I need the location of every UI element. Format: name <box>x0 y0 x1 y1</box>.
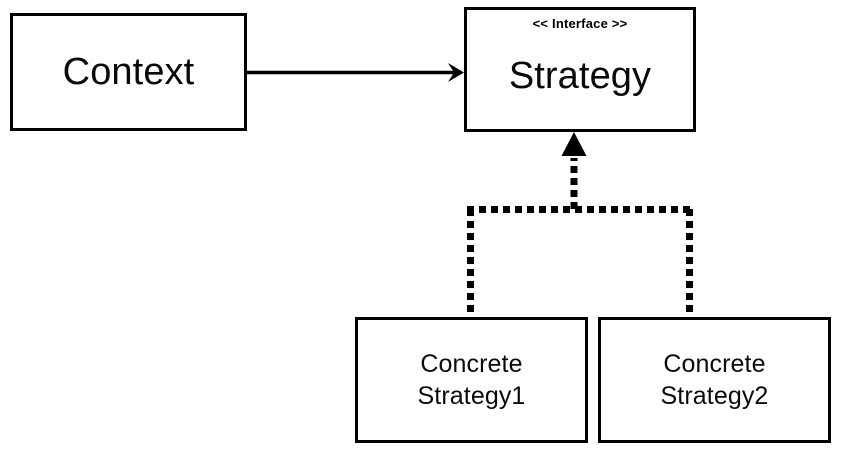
filled-triangle-arrowhead-icon <box>561 132 587 156</box>
class-box-concrete-strategy-1[interactable]: Concrete Strategy1 <box>355 317 588 443</box>
class-box-context[interactable]: Context <box>10 13 247 131</box>
edge-realization-arrowhead <box>561 132 587 156</box>
class-name-concrete-strategy-1: Concrete Strategy1 <box>418 348 526 412</box>
class-name-context: Context <box>62 50 195 93</box>
class-box-concrete-strategy-2[interactable]: Concrete Strategy2 <box>598 317 831 443</box>
open-arrow-head-icon <box>448 63 464 82</box>
class-name-line-2: Strategy1 <box>417 382 526 410</box>
class-name-line-2: Strategy2 <box>660 382 769 410</box>
class-name-line-1: Concrete <box>663 350 766 378</box>
class-name-line-1: Concrete <box>420 350 523 378</box>
class-box-strategy[interactable]: << Interface >> Strategy <box>464 7 696 132</box>
class-name-concrete-strategy-2: Concrete Strategy2 <box>661 348 769 412</box>
edge-context-to-strategy <box>247 63 464 82</box>
stereotype-interface-label: << Interface >> <box>532 16 628 31</box>
class-name-strategy: Strategy <box>508 55 652 98</box>
